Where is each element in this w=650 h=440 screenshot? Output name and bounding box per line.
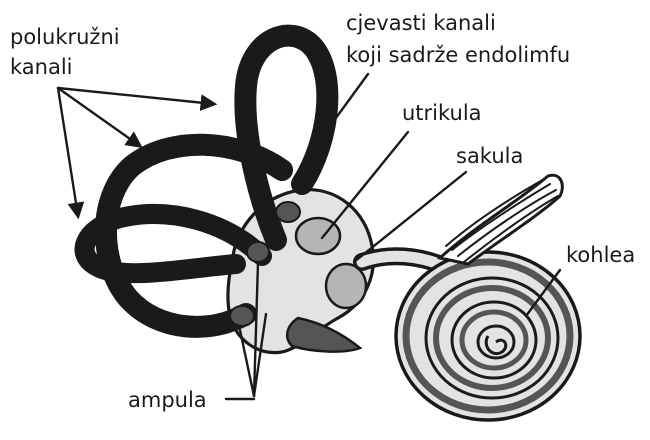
cochlea — [396, 252, 580, 420]
label-saccule: sakula — [456, 144, 523, 168]
label-cochlea: kohlea — [566, 243, 635, 267]
label-tubular-canals-line2: koji sadrže endolimfu — [346, 43, 570, 67]
label-ampulla: ampula — [128, 388, 207, 412]
semicircular-canals-arrow-1 — [58, 88, 214, 104]
label-semicircular-canals-line1: polukružni — [10, 25, 120, 49]
ampulla-posterior — [230, 306, 254, 326]
semicircular-canals-arrow-2 — [58, 88, 140, 146]
label-semicircular-canals-line2: kanali — [10, 55, 73, 79]
semicircular-canals-arrow-3 — [58, 88, 78, 216]
label-utricle: utrikula — [402, 101, 482, 125]
label-tubular-canals-line1: cjevasti kanali — [346, 11, 496, 35]
inner-ear-illustration — [85, 36, 580, 420]
ampulla-anterior — [276, 202, 300, 222]
cochlear-nerve — [440, 175, 562, 264]
ampulla-lateral — [247, 242, 269, 262]
